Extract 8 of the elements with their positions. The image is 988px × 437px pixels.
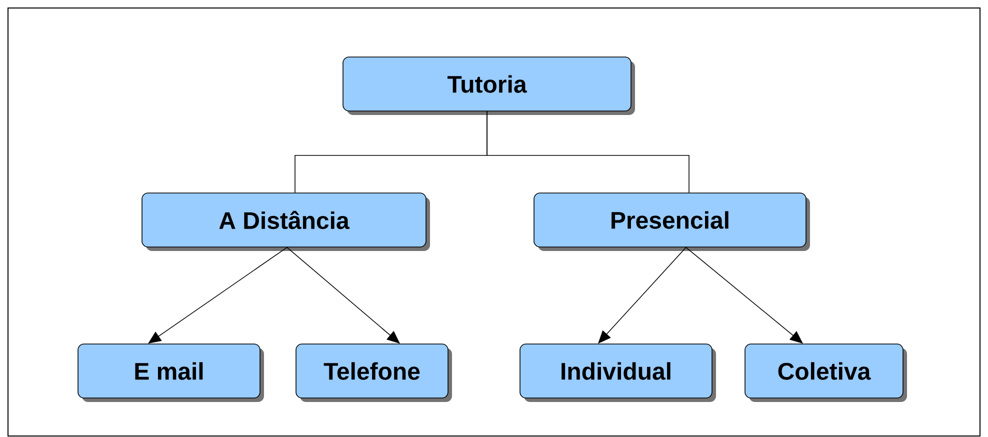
process-box: E mail — [78, 344, 264, 402]
process-box: Presencial — [534, 192, 810, 251]
process-box: Individual — [520, 344, 716, 402]
process-box: Coletiva — [744, 344, 907, 402]
process-box: A Distância — [142, 192, 430, 251]
connector — [486, 111, 690, 193]
process-box: Telefone — [296, 344, 452, 402]
process-box: Tutoria — [342, 56, 635, 115]
